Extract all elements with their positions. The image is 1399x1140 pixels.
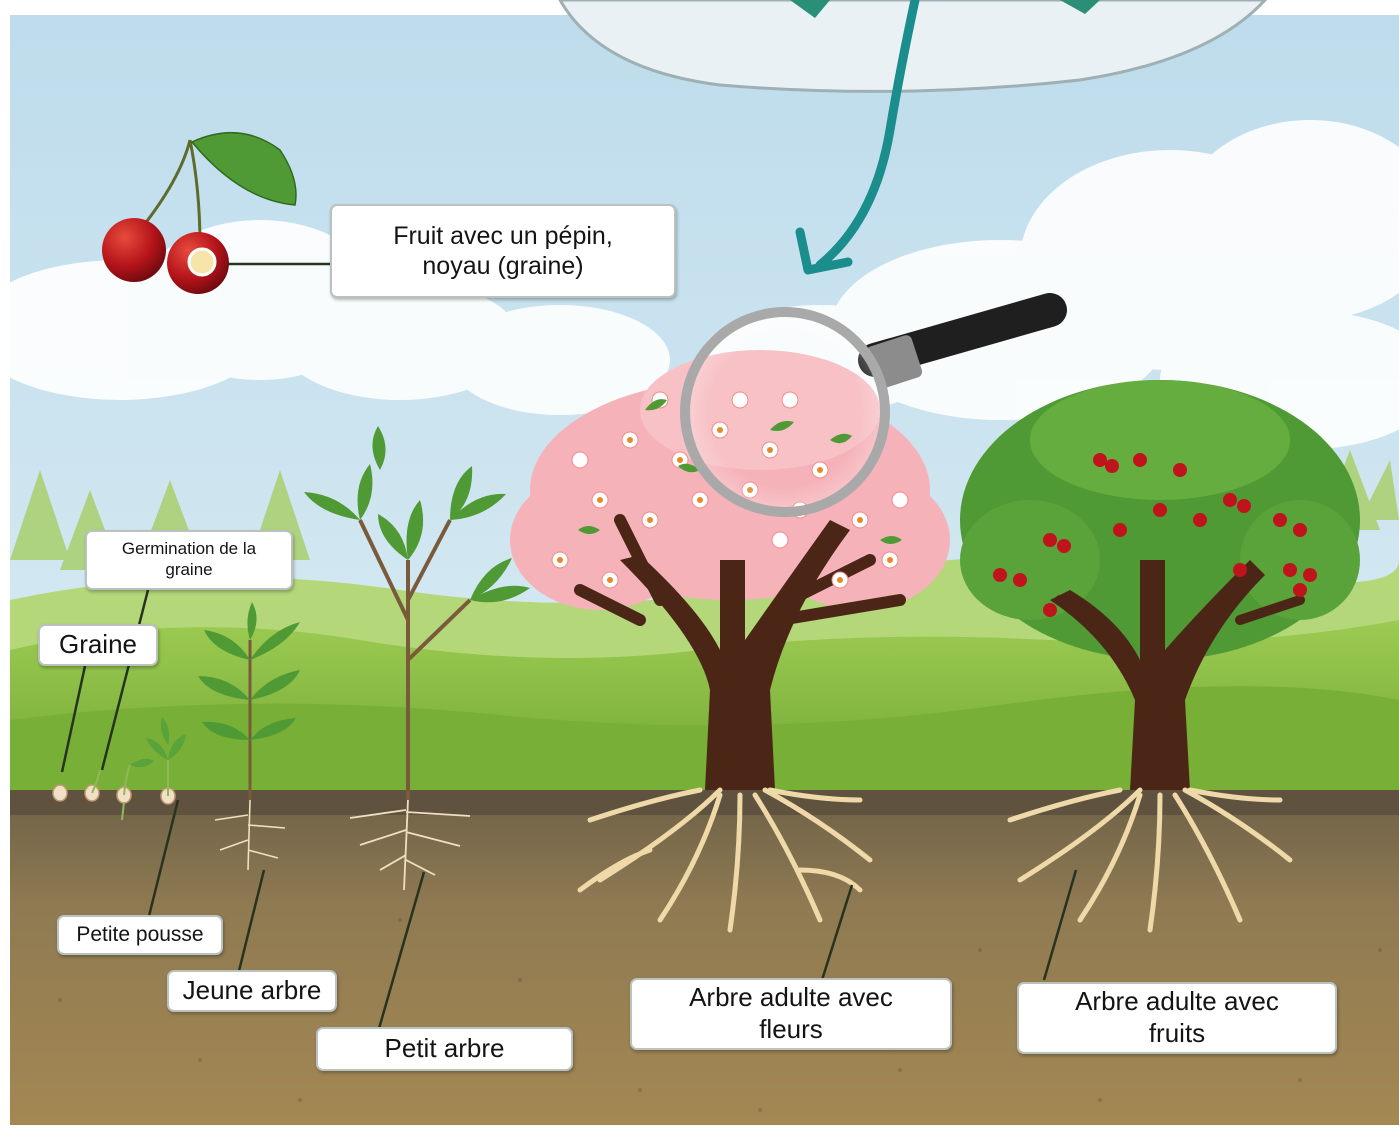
left-margin bbox=[0, 0, 10, 1135]
label-arbre-fruits: Arbre adulte avec fruits bbox=[1017, 982, 1337, 1054]
label-jeune-arbre: Jeune arbre bbox=[167, 970, 337, 1012]
label-germination: Germination de la graine bbox=[85, 530, 293, 590]
label-petite-pousse: Petite pousse bbox=[57, 915, 223, 955]
label-arbre-fleurs: Arbre adulte avec fleurs bbox=[630, 978, 952, 1050]
cherry-pit bbox=[189, 249, 215, 275]
label-petit-arbre: Petit arbre bbox=[316, 1027, 573, 1071]
label-fruit: Fruit avec un pépin, noyau (graine) bbox=[330, 204, 676, 298]
label-graine: Graine bbox=[38, 624, 158, 666]
